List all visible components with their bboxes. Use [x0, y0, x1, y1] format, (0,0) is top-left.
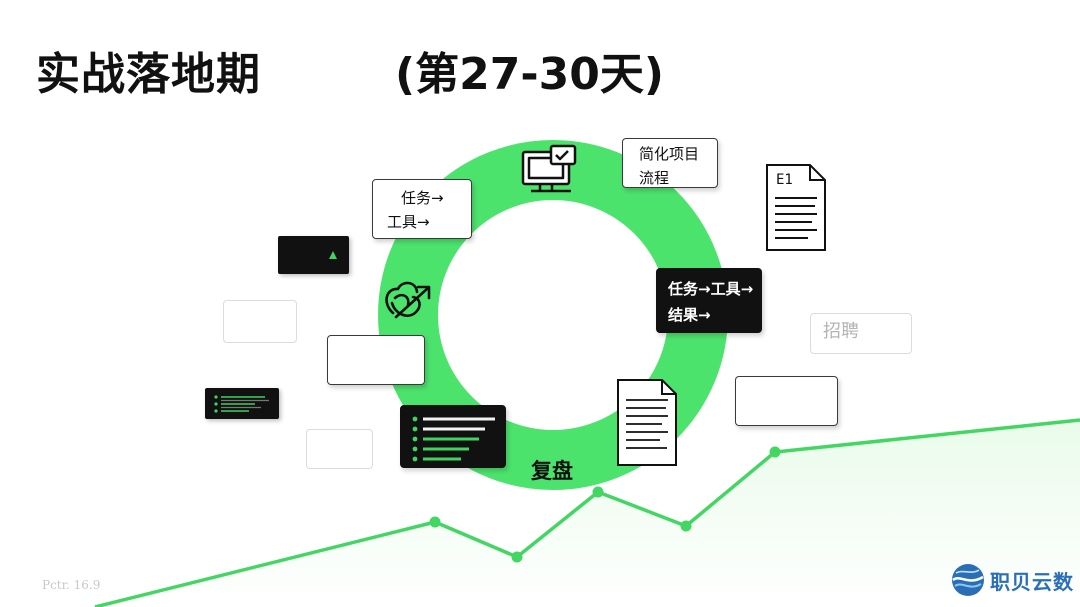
document-icon — [766, 164, 826, 251]
trend-point — [769, 446, 781, 458]
dark-list-card — [400, 405, 506, 468]
empty-card — [735, 376, 838, 426]
dark-chip-top — [278, 236, 349, 274]
page-title: 实战落地期 — [36, 49, 261, 100]
empty-card — [223, 300, 297, 343]
card-ttr-line1: 任务→工具→ — [668, 280, 754, 298]
empty-card — [306, 429, 373, 469]
card-recruit-text: 招聘 — [823, 321, 859, 342]
document-icon — [617, 379, 677, 466]
trend-area — [95, 420, 1080, 607]
refresh-arrows-icon — [385, 281, 431, 319]
card-task-tool: 任务→ 工具→ — [372, 179, 472, 239]
brand-logo: 职贝云数 — [950, 562, 1074, 598]
list-lines-icon — [412, 416, 495, 462]
trend-points — [429, 446, 781, 563]
ring-label: 复盘 — [531, 459, 573, 483]
brand-name: 职贝云数 — [990, 569, 1074, 594]
footnote: Pctr. 16.9 — [42, 578, 101, 592]
triangle-up-icon — [329, 251, 337, 259]
card-recruit: 招聘 — [810, 313, 912, 354]
card-simplify-line2: 流程 — [639, 169, 670, 187]
trend-point — [511, 551, 523, 563]
dark-chip-list — [205, 388, 279, 419]
trend-point — [680, 520, 692, 532]
brand-globe-icon — [952, 564, 984, 596]
card-ttr-line2: 结果→ — [668, 306, 711, 324]
card-simplify-line1: 简化项目 — [639, 145, 700, 163]
page-subtitle: (第27-30天) — [395, 49, 664, 100]
list-lines-icon — [214, 395, 269, 413]
card-task-tool-line1: 任务→ — [401, 189, 444, 207]
monitor-check-icon — [521, 144, 577, 193]
card-task-tool-result: 任务→工具→ 结果→ — [656, 268, 762, 333]
trend-point — [592, 486, 604, 498]
card-simplify-flow: 简化项目 流程 — [622, 138, 718, 188]
card-task-tool-line2: 工具→ — [387, 213, 430, 231]
empty-card — [327, 335, 425, 385]
trend-point — [429, 516, 441, 528]
document-label: E1 — [776, 172, 793, 188]
